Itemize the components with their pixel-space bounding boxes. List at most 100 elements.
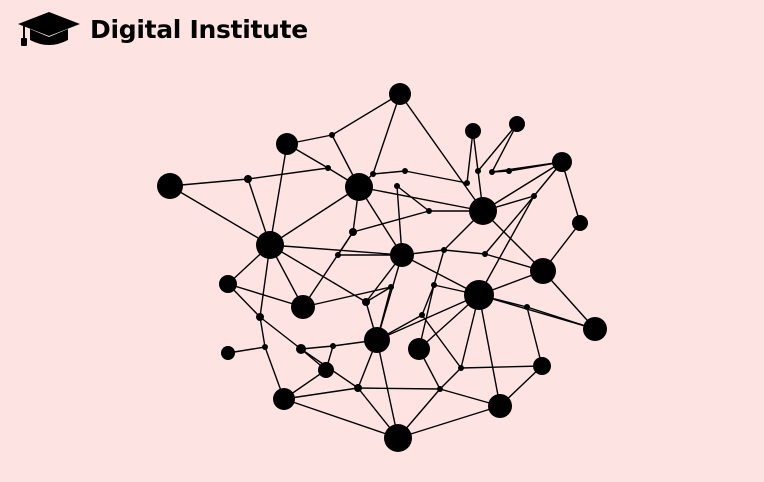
network-node [583,317,607,341]
network-node [475,168,481,174]
network-node [533,357,551,375]
network-node [244,175,252,183]
network-node [219,275,237,293]
network-node [509,116,525,132]
network-edge [491,161,563,173]
network-node [390,243,414,267]
network-node [256,313,264,321]
network-node [437,386,443,392]
network-edge [397,405,501,439]
network-edge [376,294,480,341]
network-edge [269,244,367,303]
network-edge [259,316,302,350]
network-node [221,346,235,360]
network-node [362,298,370,306]
network-edge [372,93,401,175]
network-node [157,173,183,199]
network-node [388,284,394,290]
network-edge [247,167,329,180]
network-edge [269,143,288,246]
network-node [256,231,284,259]
network-edge [433,249,445,286]
network-node [465,123,481,139]
network-edge [352,210,430,233]
brand-name: Digital Institute [90,14,308,44]
network-node [296,344,306,354]
network-edge [269,186,360,246]
network-edge [482,210,544,272]
network-node [464,280,494,310]
network-edge [169,185,271,246]
network-node [291,295,315,319]
network-node [394,183,400,189]
network-edge [302,286,392,308]
network-edge [466,130,474,184]
network-edge [421,314,462,369]
network-edge [439,367,462,390]
network-edge [478,294,501,407]
network-node [552,152,572,172]
network-node [441,247,447,253]
network-edge [421,284,435,316]
network-node [276,133,298,155]
network-node [482,251,488,257]
network-edge [399,93,484,212]
network-edge [484,195,535,255]
network-node [345,173,373,201]
network-edge [227,283,304,308]
network-node [408,338,430,360]
network-node [330,343,336,349]
network-node [431,282,437,288]
network-edge [404,170,468,184]
brand-header: Digital Institute [16,10,308,48]
network-edge [331,93,401,136]
network-node [384,424,412,452]
network-edge [477,123,518,172]
network-edge [259,316,266,348]
network-edge [358,186,484,212]
network-edge [302,231,354,308]
network-edge [169,178,249,187]
network-edge [357,387,441,390]
network-node [262,344,268,350]
network-node [419,312,425,318]
network-edge [396,185,430,212]
network-node [572,215,588,231]
network-node [370,171,376,177]
network-node [318,362,334,378]
network-node [488,394,512,418]
network-edge [283,387,359,400]
network-node [402,168,408,174]
network-node [530,258,556,284]
network-node [506,168,512,174]
network-edge [478,195,535,296]
network-edge [269,244,403,256]
network-node [524,304,530,310]
network-node [364,327,390,353]
network-node [354,384,362,392]
network-node [531,193,537,199]
network-node [426,208,432,214]
network-edge [460,365,543,369]
network-node [329,132,335,138]
network-edge [561,161,581,224]
network-node [489,169,495,175]
network-edge [526,306,543,367]
network-edge [443,249,486,255]
network-node [335,252,341,258]
network-node [389,83,411,105]
network-edge [300,345,334,350]
network-node [469,197,497,225]
network-node [273,388,295,410]
network-node [349,228,357,236]
network-node [325,165,331,171]
network-edge [491,123,518,173]
network-edge [365,286,392,303]
network-edge [283,398,399,439]
graduation-cap-icon [18,12,80,46]
network-edge [372,170,406,175]
network-edge [482,161,563,212]
network-node [458,365,464,371]
network-node [464,180,470,186]
